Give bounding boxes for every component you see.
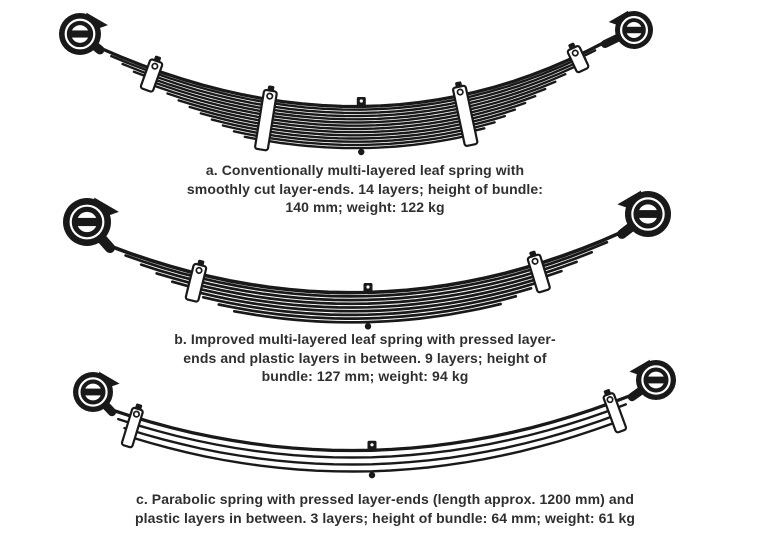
caption-line: plastic layers in between. 3 layers; hei… [135,509,635,526]
center-bolt [367,440,377,479]
eye-pin [76,217,98,227]
caption-line: ends and plastic layers in between. 9 la… [183,349,547,366]
caption-spring-b: b. Improved multi-layered leaf spring wi… [60,330,670,386]
center-bolt-nut [368,471,376,479]
clamp-rivet [195,266,203,274]
caption-line: a. Conventionally multi-layered leaf spr… [205,162,525,178]
eye-coil-gap [69,204,105,240]
spring-clamp [184,259,208,303]
center-bolt-hole [370,443,374,447]
clamp-strap [120,406,144,449]
leaf-layer [155,80,557,124]
eye-coil-gap [64,18,96,50]
leaf-layer [123,412,621,466]
spring-eye-right [627,359,676,402]
clamp-rivet [266,92,274,100]
spring-eye-right [617,190,671,239]
leaf-layer [232,127,486,147]
eye-coil-gap [641,365,671,395]
leaf-layer [117,403,627,459]
leaf-layer [139,250,594,302]
leaf-layer [166,87,547,127]
spring-eye-left [63,197,119,254]
spring-eye-left [73,371,120,417]
leaf-layer [177,94,537,131]
spring-clamp [602,389,628,434]
center-bolt-nut [358,148,365,156]
leaf-layer [170,269,563,309]
clamp-strap [184,262,208,303]
leaf-layer [155,260,578,306]
caption-line: c. Parabolic spring with pressed layer-e… [135,491,635,507]
leaf-bundle [98,40,607,150]
spring-eye-left [59,12,108,55]
clamp-rivet [456,88,464,96]
leaf-layer [110,49,597,111]
spring-a-illustration [59,10,653,156]
leaf-layer [124,240,609,298]
eye-pin [625,26,643,34]
spring-clamp [566,42,590,74]
clamp-rivet [531,257,539,265]
eye-pin [637,210,659,218]
eye-coil-gap [78,377,108,407]
spring-clamp [452,81,479,147]
center-bolt-hole [359,99,363,103]
leaf-layer [232,302,502,324]
clamp-strap [254,88,278,152]
leaf-layer [186,278,548,313]
spring-clamp [254,85,278,152]
center-bolt [363,283,373,330]
spring-eye-right [601,10,653,49]
leaf-layer [110,393,634,453]
clamp-rivet [606,396,614,404]
spring-clamp [139,55,164,93]
leaf-layer [217,294,518,320]
clamp-rivet [151,62,159,70]
caption-line: smoothly cut layer-ends. 14 layers; heig… [186,180,544,197]
caption-line: bundle: 127 mm; weight: 94 kg [261,368,469,384]
leaf-layer [243,132,476,150]
clamp-rivet [132,410,140,418]
clamp-rivet [571,49,579,57]
spring-clamp [526,250,551,294]
center-bolt-hole [366,285,370,289]
leaf-layer [132,65,577,118]
eye-coil-gap [619,15,649,45]
center-bolt [356,97,366,156]
clamp-strap [452,84,479,147]
leaf-layer [129,422,615,473]
eye-coil-gap [631,197,665,231]
caption-line: 140 mm; weight: 122 kg [285,199,445,215]
spring-c-illustration [73,359,676,479]
leaf-layer [121,57,587,115]
leaf-layer [201,286,533,317]
eye-pin [70,30,90,38]
spring-b-illustration [63,190,671,330]
eye-pin [84,388,102,396]
eye-pin [647,376,665,384]
caption-line: b. Improved multi-layered leaf spring wi… [174,331,556,347]
caption-spring-c: c. Parabolic spring with pressed layer-e… [15,490,755,527]
center-bolt-nut [364,323,372,330]
spring-clamp [120,403,144,449]
leaf-bundle [110,393,634,473]
leaf-layer [143,73,567,121]
caption-spring-a: a. Conventionally multi-layered leaf spr… [60,161,670,217]
